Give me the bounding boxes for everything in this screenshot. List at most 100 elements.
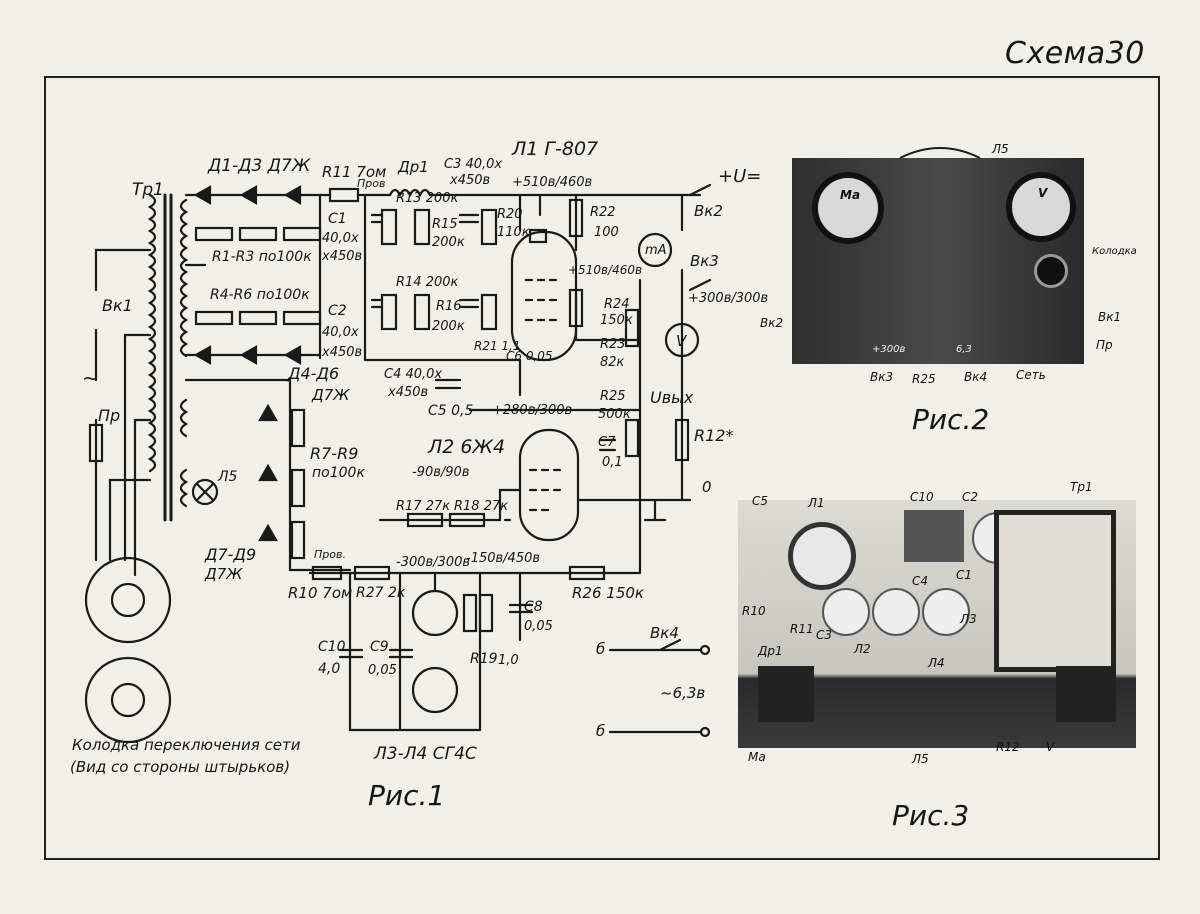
label-vk3: Вк3 [690, 252, 719, 270]
fig3-label-l4: Л4 [928, 656, 945, 670]
fig2-label-v63: 6,3 [956, 344, 972, 355]
ma-meter-dial [812, 172, 884, 244]
label-r22: R22 [590, 205, 616, 220]
fig3-label-r11: R11 [790, 622, 814, 636]
label-vk2: Вк2 [694, 202, 723, 220]
fig3-label-tr1: Тр1 [1070, 480, 1093, 494]
fig3-label-l5: Л5 [912, 752, 929, 766]
tube-l3 [411, 589, 459, 637]
label-c3v: х450в [450, 173, 491, 188]
socket-caption-line1: Колодка переключения сети [72, 736, 301, 754]
label-c2v: 40,0х [322, 325, 359, 340]
label-d1d3: Д1-Д3 Д7Ж [208, 156, 311, 176]
label-r10: R10 7ом [288, 584, 353, 602]
label-uout: Uвых [650, 388, 694, 407]
fig2-photo [792, 158, 1084, 364]
lamp-l5 [191, 478, 219, 506]
fig3-photo [738, 500, 1136, 748]
label-l1: Л1 Г-807 [512, 138, 599, 160]
voltmeter-v [664, 322, 700, 358]
label-d7zh: Д7Ж [312, 386, 350, 404]
fig3-label-l2: Л2 [854, 642, 871, 656]
tube-l2 [518, 428, 580, 542]
label-r1r3: R1-R3 по100к [212, 249, 312, 265]
label-b2: б [596, 722, 606, 740]
label-vk4: Вк4 [650, 624, 679, 642]
label-r18: R18 27к [454, 499, 509, 514]
label-r20: R20 [497, 207, 523, 222]
fig2-label-ma: Ма [840, 188, 861, 202]
label-c9v: 0,05 [368, 663, 397, 678]
label-ac63: ~6,3в [660, 684, 706, 702]
fig2-label-r25: R25 [912, 372, 936, 386]
fig2-label-kolodka: Колодка [1092, 246, 1137, 257]
mains-socket-top [84, 556, 172, 644]
label-l5: Л5 [218, 469, 238, 485]
label-r11: R11 7ом [322, 163, 387, 181]
label-u: +U= [718, 166, 762, 187]
label-r16: R16 [436, 299, 462, 314]
transformer-tr1-photo [994, 510, 1116, 672]
fig3-label-r12: R12 [996, 740, 1020, 754]
figure-frame [44, 76, 1160, 860]
cap-c4-photo [872, 588, 920, 636]
label-v510b: +510в/460в [568, 263, 643, 277]
fig3-label-c3: С3 [816, 628, 833, 642]
v-meter-dial [1006, 172, 1076, 242]
mains-socket-bottom [84, 656, 172, 744]
cap-c3-photo [822, 588, 870, 636]
label-vk1: Вк1 [102, 296, 133, 315]
label-d7zh2: Д7Ж [205, 565, 243, 583]
label-mains: ~ [82, 366, 99, 390]
label-r22v: 100 [594, 225, 619, 240]
fig3-label-l1: Л1 [808, 496, 825, 510]
label-c4: С4 40,0х [384, 367, 443, 382]
label-c1v: 40,0х [322, 231, 359, 246]
label-l2: Л2 6Ж4 [428, 436, 506, 458]
fig3-label-v: V [1046, 740, 1055, 754]
fig2-label-vk1: Вк1 [1098, 310, 1122, 324]
label-b1: б [596, 640, 606, 658]
fig2-label-v: V [1038, 186, 1048, 200]
fig3-label-c1: С1 [956, 568, 973, 582]
fig1-caption: Рис.1 [368, 779, 446, 812]
fuse-pr [88, 423, 104, 463]
label-c2v2: х450в [322, 345, 363, 360]
label-c6: С6 0,05 [506, 349, 553, 363]
label-r15v: 200к [432, 235, 465, 250]
label-prov2: Пров. [314, 548, 346, 561]
label-l3l4: Л3-Л4 СГ4С [374, 744, 477, 764]
label-r19: R19 [470, 651, 498, 667]
label-v510: +510в/460в [512, 175, 593, 190]
label-r12: R12* [694, 426, 734, 445]
fig3-label-l3: Л3 [960, 612, 977, 626]
label-r7r9: R7-R9 [310, 444, 359, 463]
label-v300: +300в/300в [688, 291, 769, 306]
label-c10: С10 [318, 639, 346, 655]
label-vm150: -150в/450в [466, 551, 541, 566]
label-r15: R15 [432, 217, 458, 232]
fig3-label-c2: С2 [962, 490, 979, 504]
label-c2: С2 [328, 303, 347, 319]
label-c7: С7 [598, 435, 616, 450]
label-vm90: -90в/90в [412, 465, 470, 480]
label-r23: R23 [600, 337, 626, 352]
fig3-label-c10: С10 [910, 490, 934, 504]
label-r14: R14 200к [396, 275, 459, 290]
socket-caption-line2: (Вид со стороны штырьков) [70, 758, 291, 776]
fig3-label-c4: С4 [912, 574, 929, 588]
label-r20v: 110к [497, 225, 530, 240]
label-c4v: х450в [388, 385, 429, 400]
label-zero: 0 [702, 478, 712, 496]
label-c9: С9 [370, 639, 389, 655]
fig2-label-vk3: Вк3 [870, 370, 894, 384]
label-d4d6: Д4-Д6 [288, 364, 340, 383]
milliammeter-ma [637, 232, 673, 268]
tube-l4 [411, 666, 459, 714]
label-c3: С3 40,0х [444, 157, 503, 172]
fig3-label-dr1: Др1 [758, 644, 783, 658]
label-r23v: 82к [600, 355, 625, 370]
label-tr1: Тр1 [132, 180, 164, 200]
cap-c10-photo [904, 510, 964, 562]
fig2-label-v300: +300в [872, 344, 906, 355]
